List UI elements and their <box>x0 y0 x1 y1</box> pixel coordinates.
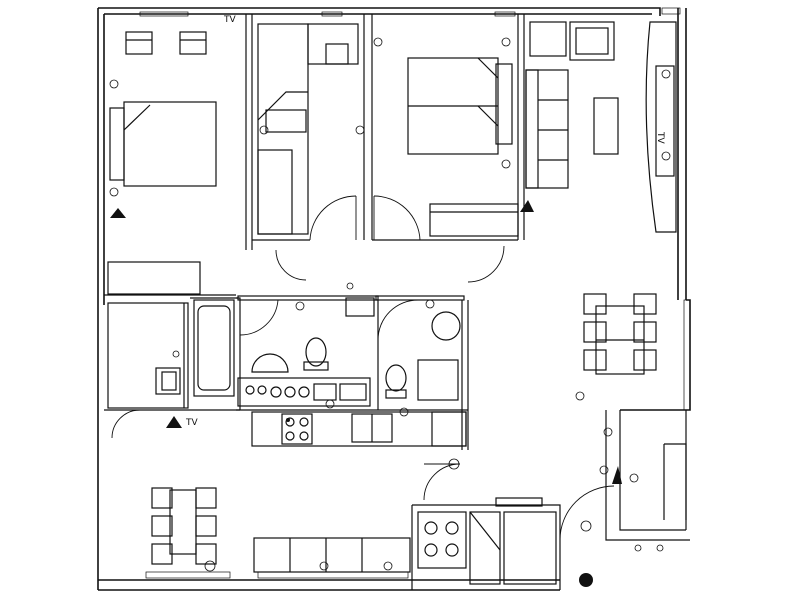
telephone-icon <box>520 200 534 212</box>
electrical-outlet-icon <box>661 69 671 79</box>
dining-table-icon <box>169 489 197 555</box>
toilet-icon <box>385 364 407 392</box>
bottom-counter <box>253 537 411 579</box>
doors <box>111 195 615 541</box>
electrical-outlet-icon <box>656 544 664 552</box>
dining-area <box>145 487 231 579</box>
bedroom-2 <box>257 23 359 235</box>
exterior-walls <box>97 7 691 591</box>
electrical-outlet-icon <box>603 427 613 437</box>
electrical-outlet-icon <box>295 301 305 311</box>
stove-icon <box>281 413 313 445</box>
electrical-outlet-icon <box>501 159 511 169</box>
tv-label-living: TV <box>655 131 665 144</box>
sink-icon <box>431 311 461 341</box>
bed-icon <box>123 101 217 187</box>
bathtub-icon <box>193 299 235 397</box>
electrical-outlet-icon <box>373 37 383 47</box>
interior-walls <box>104 14 690 590</box>
sink-icon <box>251 353 289 373</box>
light-switch-icon <box>448 458 460 470</box>
entrance-block <box>417 497 557 585</box>
electrical-outlet-icon <box>383 561 393 571</box>
right-exterior-notch <box>663 443 687 520</box>
toilet-icon <box>305 337 327 367</box>
tv-label-bedroom-1: TV <box>223 15 236 25</box>
electrical-outlet-icon <box>634 544 642 552</box>
sofa-icon <box>525 69 569 189</box>
electrical-outlet-icon <box>319 561 329 571</box>
utility-room <box>155 367 181 395</box>
telephone-icon <box>110 208 126 218</box>
bathroom-1 <box>193 297 375 407</box>
light-switch-icon <box>580 520 592 532</box>
telephone-icon <box>612 466 622 484</box>
electrical-outlet-icon <box>599 465 609 475</box>
top-windows <box>139 7 681 17</box>
electrical-symbols <box>109 37 671 572</box>
shower-tray-icon <box>417 359 459 401</box>
electrical-outlet-icon <box>629 473 639 483</box>
electrical-outlet-icon <box>259 125 269 135</box>
stove-icon <box>417 511 467 569</box>
electrical-outlet-icon <box>109 187 119 197</box>
text-labels: TV TV TV <box>185 15 665 428</box>
kitchen <box>251 411 467 447</box>
bedroom-3 <box>407 57 519 237</box>
electrical-outlet-icon <box>109 79 119 89</box>
electrical-outlet-icon <box>501 37 511 47</box>
electrical-outlet-icon <box>399 407 409 417</box>
electrical-outlet-icon <box>661 151 671 161</box>
bathroom-2 <box>385 311 461 401</box>
filled-symbols <box>110 200 622 587</box>
electrical-outlet-icon <box>204 560 216 572</box>
electrical-outlet-icon <box>425 299 435 309</box>
electrical-outlet-icon <box>325 399 335 409</box>
entrance-marker-icon <box>579 573 593 587</box>
tv-label-corridor: TV <box>185 418 198 428</box>
electrical-outlet-icon <box>172 350 180 358</box>
telephone-icon <box>166 416 182 428</box>
electrical-outlet-icon <box>346 282 354 290</box>
bedroom-1 <box>109 31 217 187</box>
electrical-outlet-icon <box>355 125 365 135</box>
living-room <box>525 21 691 411</box>
electrical-outlet-icon <box>575 391 585 401</box>
